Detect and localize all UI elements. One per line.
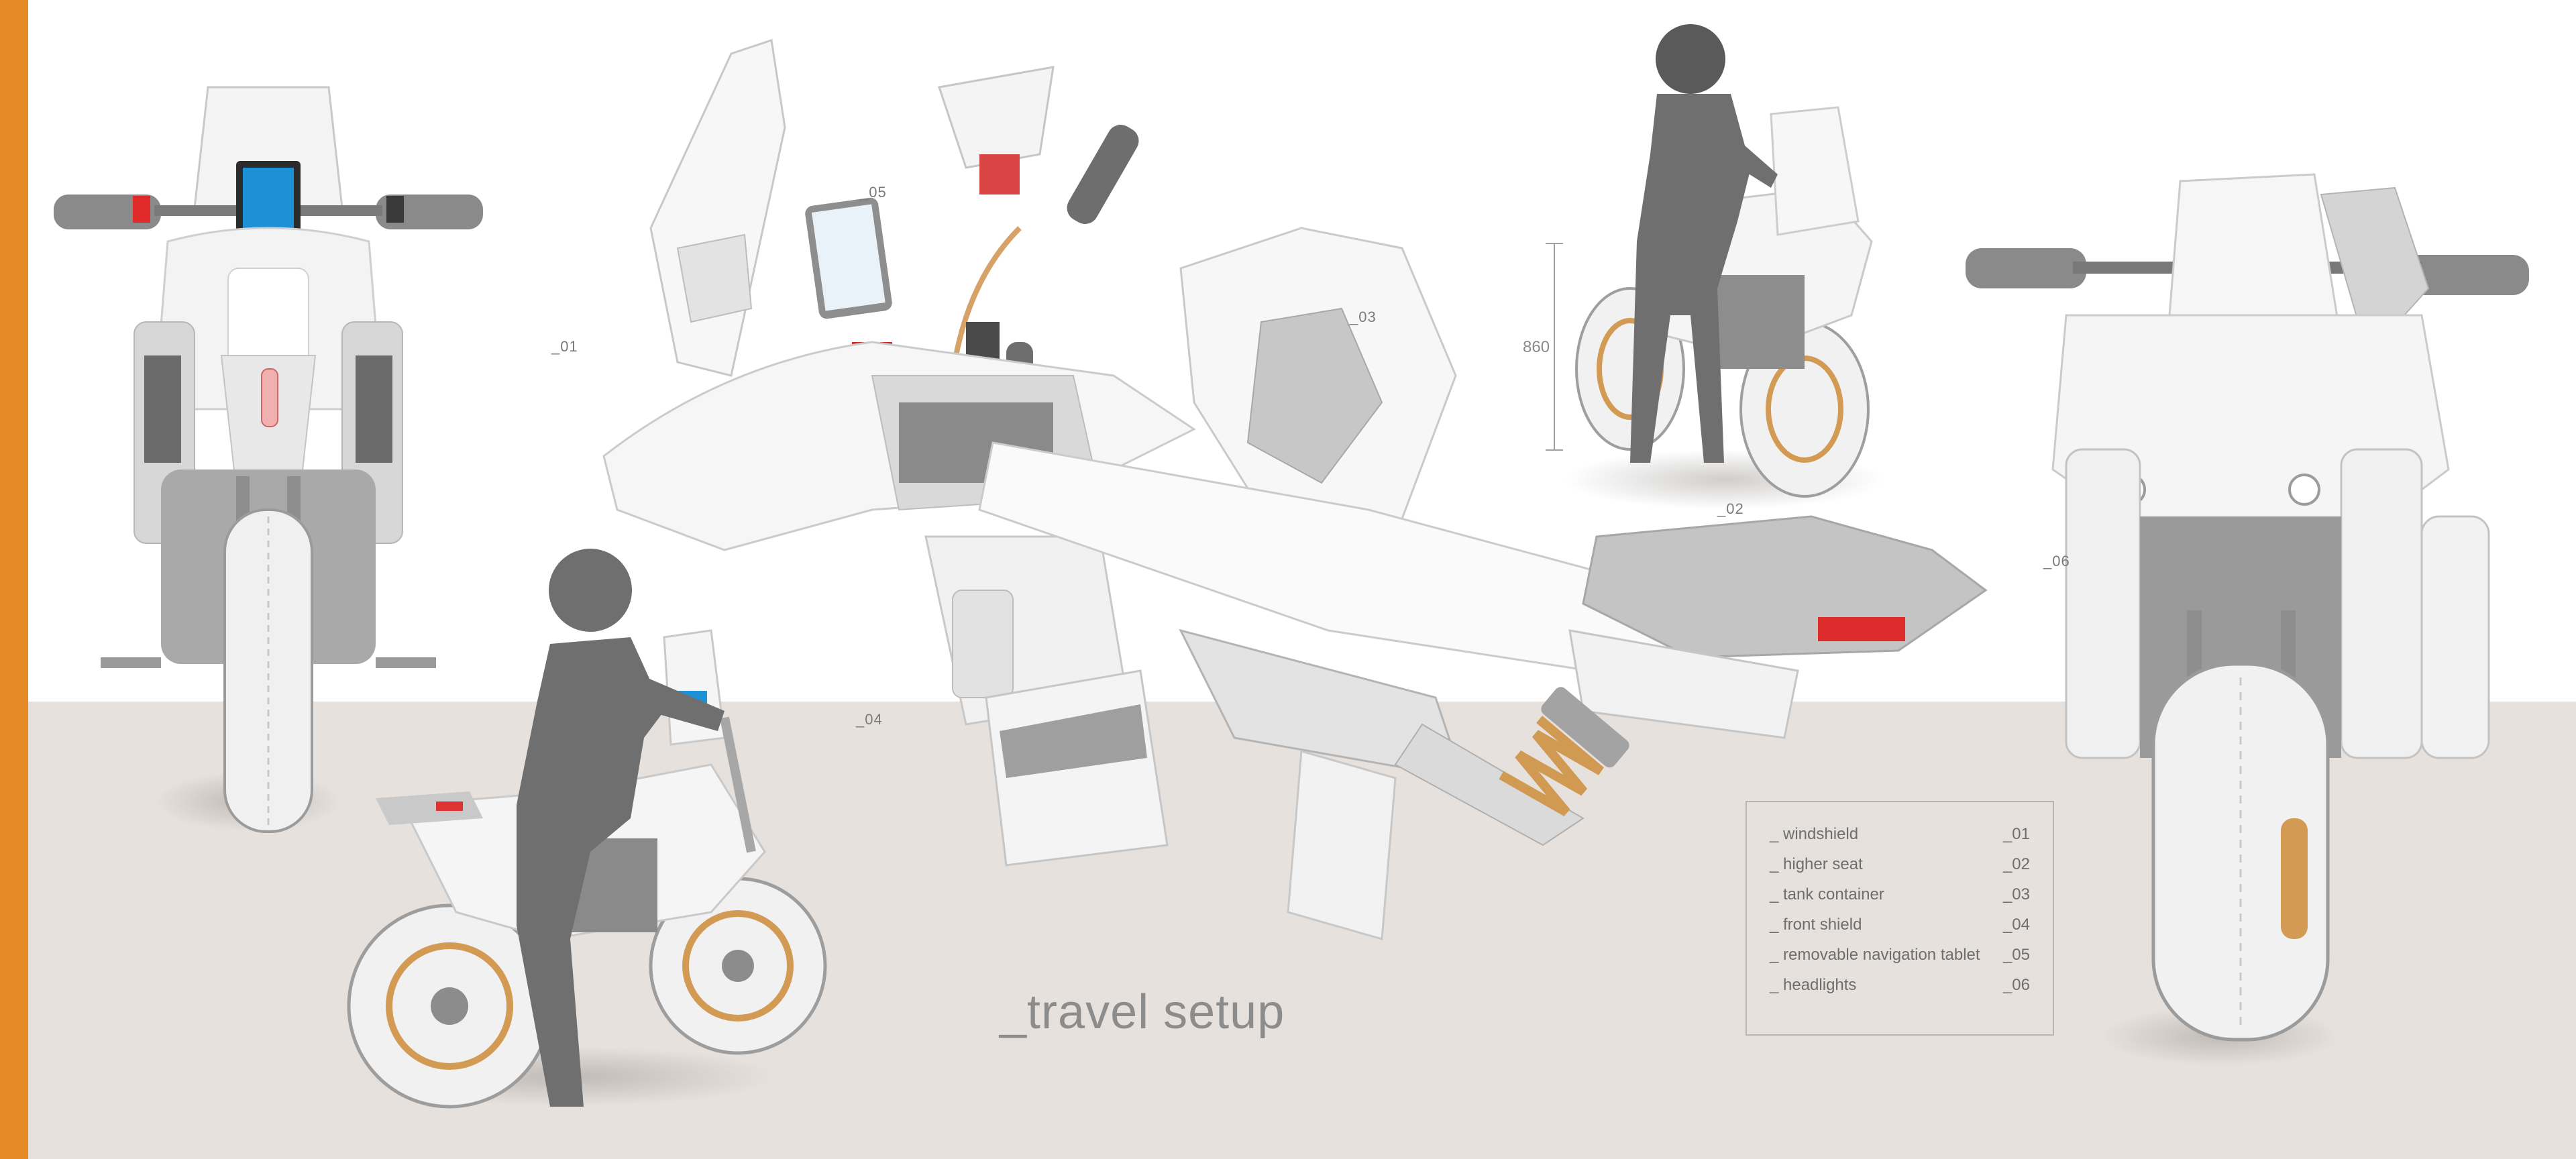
legend-label: _ higher seat	[1770, 855, 1863, 873]
legend-row: _ windshield _01	[1770, 825, 2030, 855]
legend-label: _ removable navigation tablet	[1770, 946, 1980, 964]
legend-label: _ front shield	[1770, 916, 1862, 934]
motorcycle-front-view-illustration	[54, 86, 483, 833]
legend-row: _ front shield _04	[1770, 916, 2030, 946]
seat-height-label: 860	[1523, 338, 1550, 356]
legend-row: _ removable navigation tablet _05	[1770, 946, 2030, 976]
legend-code: _03	[2002, 885, 2030, 903]
page-title: _travel setup	[1000, 985, 1285, 1039]
legend-row: _ headlights _06	[1770, 976, 2030, 1006]
seat-height-dimension-line	[1554, 243, 1555, 451]
callout-04: _04	[856, 711, 883, 728]
legend-row: _ tank container _03	[1770, 885, 2030, 916]
legend-code: _06	[2002, 976, 2030, 994]
callout-02: _02	[1717, 500, 1744, 517]
legend-box: _ windshield _01 _ higher seat _02 _ tan…	[1746, 801, 2054, 1036]
dimension-tick-top	[1546, 243, 1563, 244]
legend-row: _ higher seat _02	[1770, 855, 2030, 885]
callout-01: _01	[551, 338, 578, 355]
legend-label: _ windshield	[1770, 825, 1859, 843]
motorcycle-exploded-view-illustration	[602, 39, 1988, 940]
legend-code: _04	[2002, 916, 2030, 934]
callout-03: _03	[1350, 309, 1377, 325]
dimension-tick-bottom	[1546, 449, 1563, 451]
callout-05: _05	[860, 184, 887, 201]
legend-code: _05	[2002, 946, 2030, 964]
legend-label: _ headlights	[1770, 976, 1857, 994]
motorcycle-three-quarter-view-illustration	[1966, 173, 2529, 1042]
legend-code: _01	[2002, 825, 2030, 843]
legend-code: _02	[2002, 855, 2030, 873]
motorcycle-standing-rider-illustration	[1575, 24, 1873, 498]
accent-stripe	[0, 0, 28, 1159]
motorcycle-with-rider-illustration	[347, 549, 827, 1109]
legend-label: _ tank container	[1770, 885, 1884, 903]
callout-06: _06	[2043, 553, 2070, 569]
